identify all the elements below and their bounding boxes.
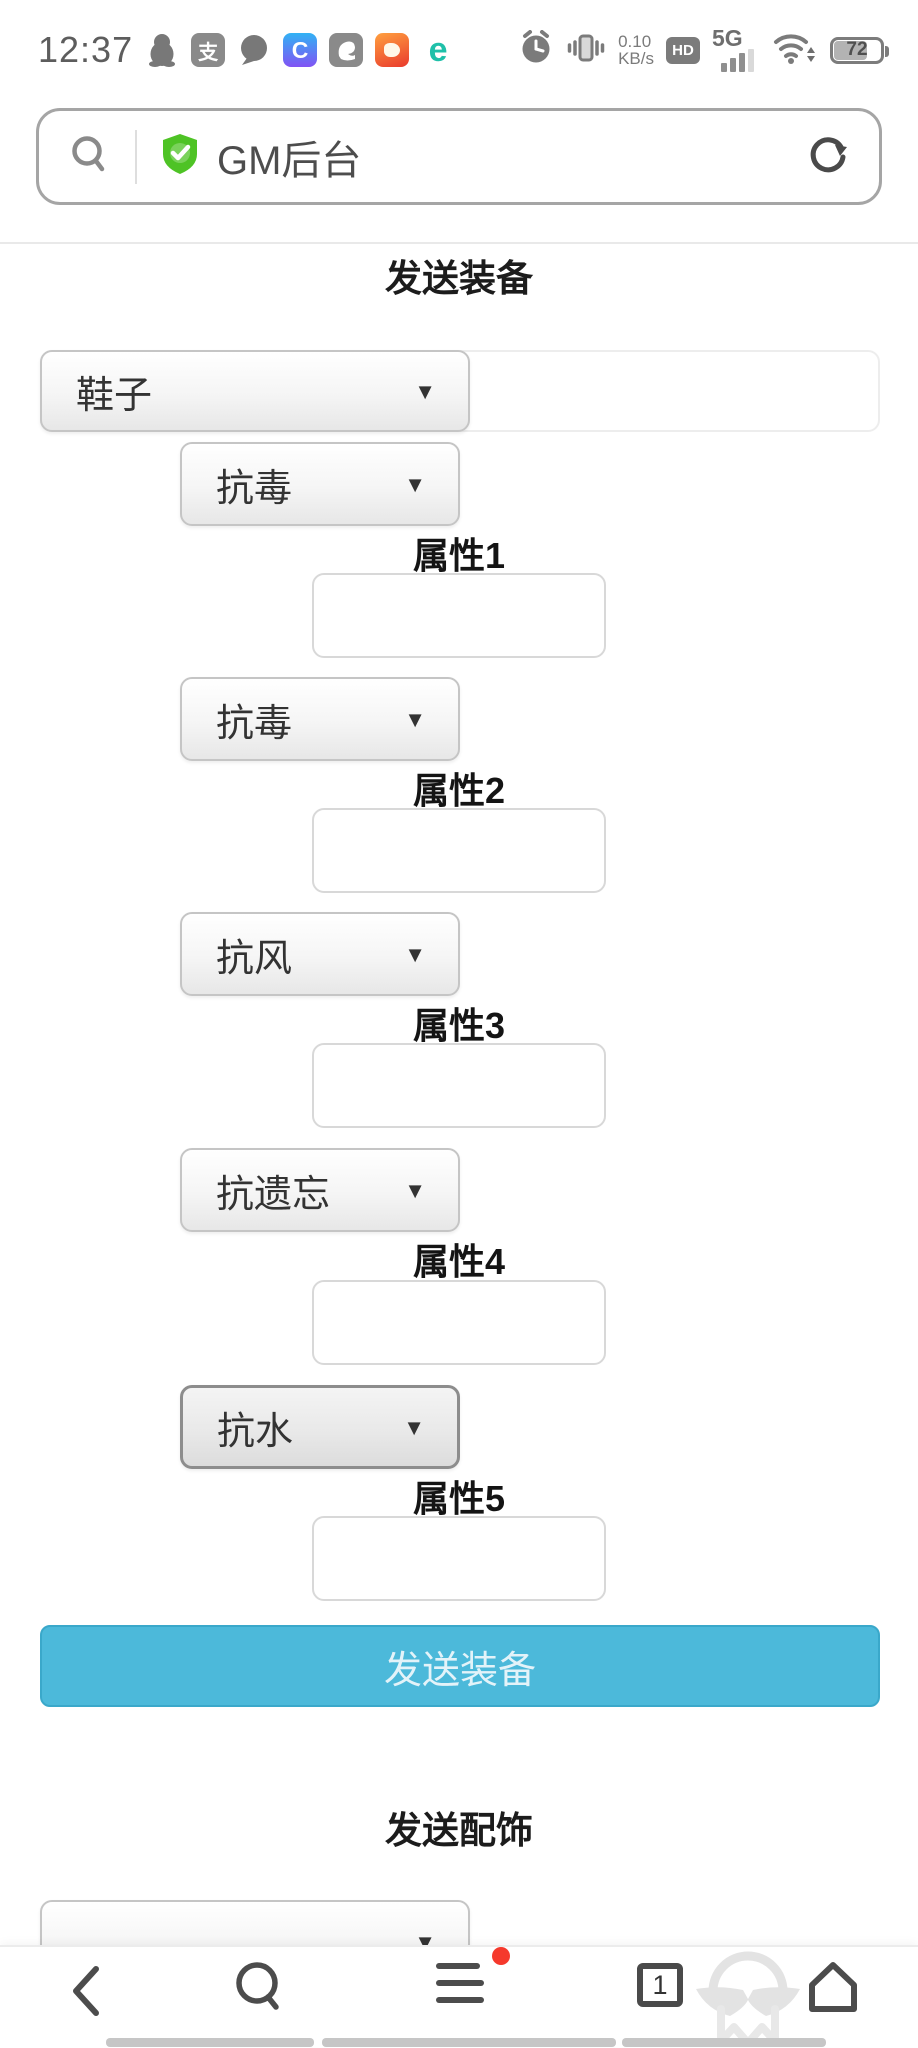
menu-line: [436, 1963, 480, 1969]
battery-fill: [834, 40, 867, 60]
game-app-icon: [375, 33, 410, 67]
chevron-down-icon: ▼: [404, 942, 426, 968]
menu-line: [436, 1997, 484, 2003]
chevron-down-icon: ▼: [403, 1415, 425, 1441]
send-equipment-button[interactable]: 发送装备: [40, 1625, 880, 1707]
uc-browser-icon: [329, 33, 364, 67]
attribute-4-input[interactable]: [312, 1280, 606, 1365]
status-bar-left: 12:37 支 C e: [38, 24, 455, 76]
browser-content-divider: [0, 242, 918, 244]
status-bar-right: 0.10 KB/s HD 5G 72: [518, 24, 889, 76]
network-type-label: 5G: [712, 25, 743, 51]
attribute-2-label: 属性2: [412, 770, 506, 811]
battery-percent: 72: [846, 39, 868, 60]
chevron-down-icon: ▼: [404, 472, 426, 498]
qq-penguin-icon: [145, 33, 179, 67]
signal-bars-icon: [721, 49, 754, 72]
browser-bottom-nav: 1: [0, 1945, 918, 2048]
network-speed: 0.10 KB/s: [618, 33, 654, 67]
ghost-logo-watermark: [688, 1937, 808, 2048]
attribute-2-option: 抗毒: [216, 702, 293, 745]
explorer-icon: e: [428, 31, 448, 69]
attribute-3-option: 抗风: [216, 937, 293, 980]
accessory-section-title: 发送配饰: [385, 1810, 533, 1851]
back-button[interactable]: [66, 1961, 106, 2026]
attribute-3-select[interactable]: 抗风 ▼: [180, 912, 460, 996]
chevron-down-icon: ▼: [404, 1178, 426, 1204]
c-app-icon: C: [283, 33, 318, 67]
attribute-5-option: 抗水: [217, 1410, 294, 1453]
game-app-art: [384, 43, 401, 57]
gesture-bar[interactable]: [106, 2038, 314, 2047]
gesture-bar[interactable]: [322, 2038, 616, 2047]
hd-badge: HD: [666, 36, 700, 64]
notification-dot: [492, 1947, 510, 1965]
attribute-2-select[interactable]: 抗毒 ▼: [180, 677, 460, 761]
chat-bubble-icon: [237, 33, 271, 67]
cellular-signal: 5G: [712, 25, 760, 72]
item-type-value: 鞋子: [76, 374, 153, 417]
attribute-2-input[interactable]: [312, 808, 606, 893]
attribute-5-input[interactable]: [312, 1516, 606, 1601]
site-title[interactable]: GM后台: [217, 138, 362, 183]
status-bar: 12:37 支 C e 0.10 KB/s: [0, 0, 918, 100]
attribute-1-input[interactable]: [312, 573, 606, 658]
alarm-icon: [518, 29, 554, 71]
chevron-down-icon: ▼: [414, 379, 436, 405]
attribute-3-input[interactable]: [312, 1043, 606, 1128]
menu-line: [436, 1980, 484, 1986]
attribute-5-select[interactable]: 抗水 ▼: [180, 1385, 460, 1469]
item-type-select[interactable]: 鞋子 ▼: [40, 350, 470, 432]
attribute-1-option: 抗毒: [216, 467, 293, 510]
battery-indicator: 72: [830, 36, 889, 64]
home-button[interactable]: [806, 1959, 860, 2020]
attribute-4-label: 属性4: [412, 1241, 506, 1282]
alipay-icon: 支: [191, 33, 226, 67]
vibrate-icon: [566, 30, 606, 71]
nav-search-button[interactable]: [228, 1957, 288, 2022]
network-speed-value: 0.10: [618, 32, 652, 51]
gesture-bar[interactable]: [622, 2038, 826, 2047]
attribute-1-label: 属性1: [412, 535, 506, 576]
search-icon[interactable]: [69, 134, 109, 179]
network-speed-unit: KB/s: [618, 49, 654, 68]
tab-counter-button[interactable]: 1: [637, 1963, 683, 2007]
clock-time: 12:37: [38, 29, 134, 70]
chevron-down-icon: ▼: [404, 707, 426, 733]
equipment-section-title: 发送装备: [385, 258, 533, 299]
attribute-4-option: 抗遗忘: [216, 1173, 331, 1216]
refresh-icon[interactable]: [805, 131, 851, 182]
wifi-icon: [772, 29, 818, 72]
menu-button[interactable]: [436, 1963, 484, 2014]
battery-cap: [885, 45, 889, 57]
site-safety-shield-icon: [159, 132, 201, 181]
attribute-3-label: 属性3: [412, 1005, 506, 1046]
address-bar[interactable]: GM后台: [36, 108, 882, 205]
attribute-5-label: 属性5: [412, 1478, 506, 1519]
address-divider: [135, 129, 137, 184]
attribute-1-select[interactable]: 抗毒 ▼: [180, 442, 460, 526]
attribute-4-select[interactable]: 抗遗忘 ▼: [180, 1148, 460, 1232]
